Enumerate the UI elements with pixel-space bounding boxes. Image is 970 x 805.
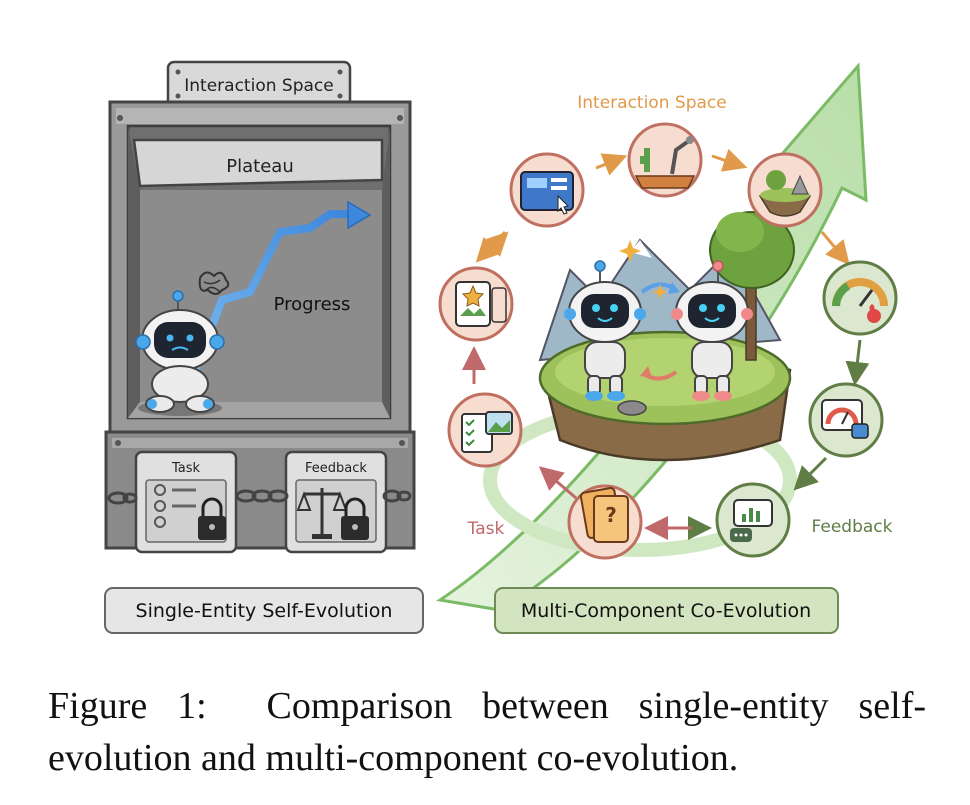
robot-arm-desert-icon <box>634 136 696 189</box>
progress-label: Progress <box>274 294 351 315</box>
left-feedback-label: Feedback <box>305 461 367 476</box>
scale-icon <box>296 488 348 539</box>
caption-prefix: Figure 1: <box>48 685 207 727</box>
ui-screen-icon <box>520 171 574 215</box>
checklist-icon <box>154 484 196 528</box>
gauge-thumbsup-icon <box>821 399 869 439</box>
checklist-image-icon <box>461 411 513 453</box>
right-panel-label-box <box>494 587 839 634</box>
lock-icon <box>198 497 226 540</box>
flow-arrow <box>483 231 509 257</box>
left-task-label: Task <box>171 461 201 476</box>
left-interaction-space-label: Interaction Space <box>184 76 333 96</box>
flow-arrow <box>595 153 628 176</box>
lock-icon <box>341 497 369 540</box>
left-panel-label-box <box>104 587 424 634</box>
flow-arrow <box>793 456 828 491</box>
confusion-scribble-icon <box>198 271 230 295</box>
plateau-bar <box>132 138 384 188</box>
figure-caption: Figure 1: Comparison between single-enti… <box>48 680 926 784</box>
flow-arrow <box>711 148 748 172</box>
right-task-label: Task <box>467 519 505 539</box>
sparkle-icon <box>652 284 668 300</box>
multi-component-label: Multi-Component Co-Evolution <box>521 600 811 622</box>
flow-arrow <box>820 231 850 266</box>
star-cards-icon <box>455 281 507 327</box>
progress-arrowhead <box>347 200 372 230</box>
sad-robot-icon <box>135 271 230 416</box>
chat-chart-icon <box>730 499 773 542</box>
robot-pink-icon <box>671 260 753 401</box>
plateau-label: Plateau <box>226 156 293 177</box>
svg-text:?: ? <box>605 503 617 527</box>
floating-island <box>538 211 795 462</box>
gauge-heart-icon <box>832 278 888 323</box>
caption-text: Comparison between single-entity self-ev… <box>48 685 926 779</box>
flow-arrow <box>475 230 507 263</box>
right-interaction-space-label: Interaction Space <box>577 93 726 113</box>
co-evolution-diagram: Interaction Space Feedback <box>436 62 898 612</box>
chain-icon <box>107 489 412 505</box>
flow-arrow <box>845 339 870 386</box>
robot-blue-icon <box>564 260 646 401</box>
question-cards-icon: ? <box>579 487 629 543</box>
single-entity-label: Single-Entity Self-Evolution <box>136 600 393 622</box>
progress-arrow <box>191 210 356 374</box>
single-entity-machine: Interaction Space Plateau Progress <box>104 60 416 554</box>
mini-island-icon <box>758 170 812 217</box>
flow-arrow <box>538 466 577 500</box>
sparkle-icon <box>619 240 641 262</box>
right-feedback-label: Feedback <box>812 517 893 537</box>
